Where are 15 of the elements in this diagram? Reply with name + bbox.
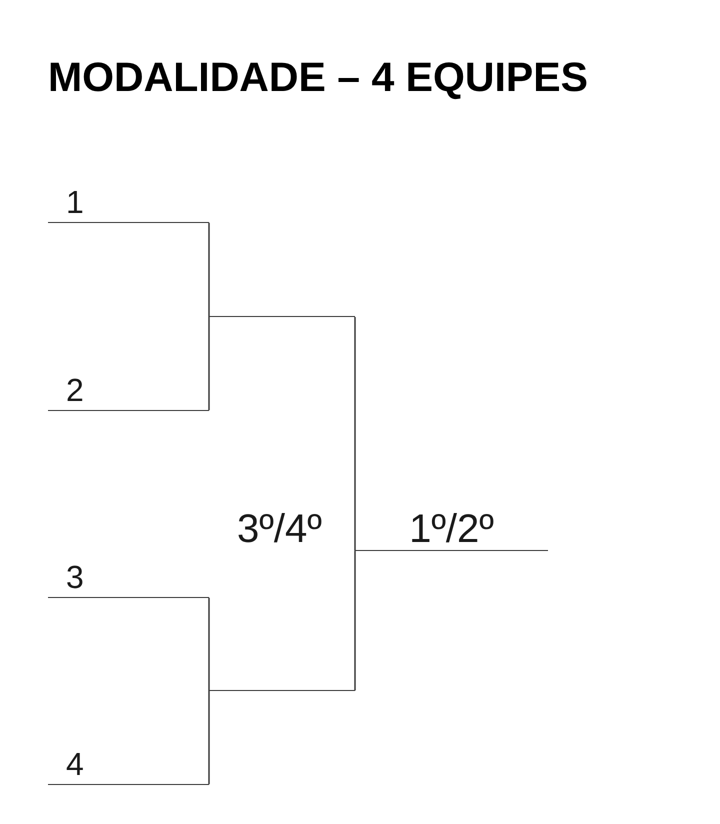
title: MODALIDADE – 4 EQUIPES	[48, 57, 588, 98]
placement-label: 1º/2º	[409, 509, 494, 549]
placement-label: 3º/4º	[237, 509, 322, 549]
bracket-connector	[208, 690, 210, 784]
bracket-connector	[208, 222, 210, 318]
bracket-connector	[354, 550, 356, 690]
bracket-connector	[208, 598, 210, 692]
team-number: 4	[66, 748, 84, 780]
team-number: 3	[66, 561, 84, 593]
bracket-slot-line	[209, 690, 355, 691]
bracket-connector	[354, 317, 356, 552]
team-number: 1	[66, 186, 84, 218]
bracket-connector	[208, 316, 210, 410]
team-number: 2	[66, 374, 84, 406]
bracket-slot-line	[209, 316, 355, 318]
